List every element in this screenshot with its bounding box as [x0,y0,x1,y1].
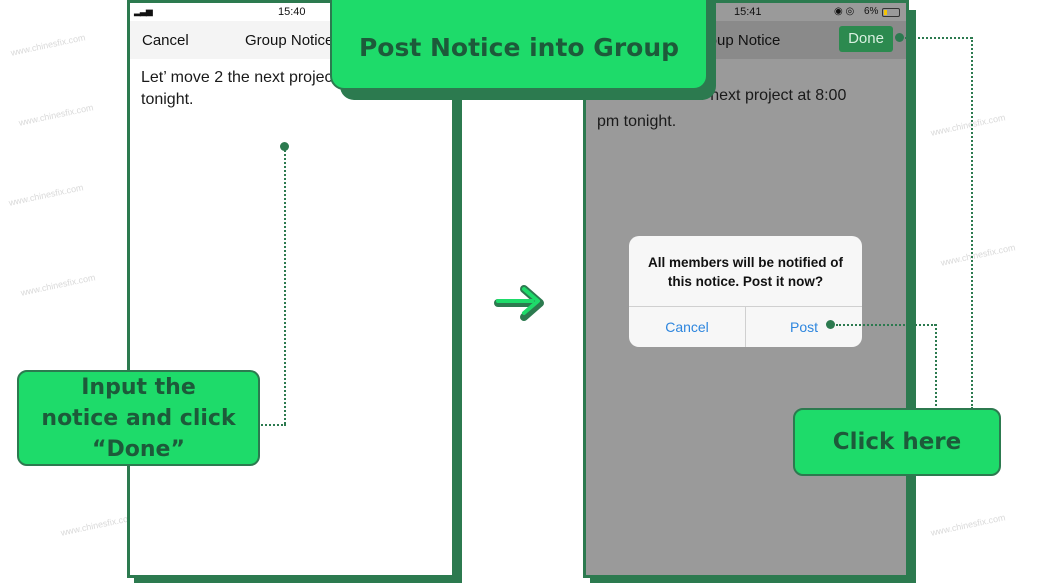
status-bar: 15:41 ◉ ◎ 6% [586,3,906,21]
connector-dot [826,320,835,329]
status-time: 15:40 [278,6,306,18]
battery-percent: 6% [864,6,879,17]
notice-text-area[interactable]: Let’ move 2 the next project at 8:00 ton… [141,67,452,111]
done-button[interactable]: Done [839,26,893,52]
watermark: www.chinesfix.com [7,182,85,208]
dialog-post-button[interactable]: Post [789,319,818,335]
connector-line [284,150,286,424]
alarm-icon: ◉ ◎ [834,6,855,17]
battery-icon [882,8,900,17]
connector-line [905,37,972,39]
cancel-button[interactable]: Cancel [142,32,189,49]
dialog-divider [745,306,746,347]
status-bar: ▂▃▅ 15:40 [130,3,452,21]
confirm-dialog: All members will be notified of this not… [629,236,862,347]
connector-line [258,424,286,426]
callout-input-notice: Input the notice and click “Done” [17,370,260,466]
connector-line [935,324,937,410]
watermark: www.chinesfix.com [939,242,1017,268]
watermark: www.chinesfix.com [17,102,95,128]
dialog-cancel-button[interactable]: Cancel [665,319,709,335]
connector-line [836,324,936,326]
connector-line [971,37,973,409]
notice-text-line: pm tonight. [597,113,677,130]
signal-icon: ▂▃▅ [134,6,153,16]
nav-title: Group Notice [245,32,334,49]
watermark: www.chinesfix.com [929,512,1007,538]
arrow-right-icon [494,285,544,321]
watermark: www.chinesfix.com [929,112,1007,138]
page-title: Post Notice into Group [330,0,708,90]
status-time: 15:41 [734,6,762,18]
connector-dot [280,142,289,151]
dialog-message: All members will be notified of this not… [647,255,844,289]
callout-click-here: Click here [793,408,1001,476]
watermark: www.chinesfix.com [59,512,137,538]
watermark: www.chinesfix.com [19,272,97,298]
notice-text-line: Let’ move 2 the next project at 8:00 [141,69,391,86]
watermark: www.chinesfix.com [9,32,87,58]
connector-dot [895,33,904,42]
notice-text-line: tonight. [141,91,194,108]
